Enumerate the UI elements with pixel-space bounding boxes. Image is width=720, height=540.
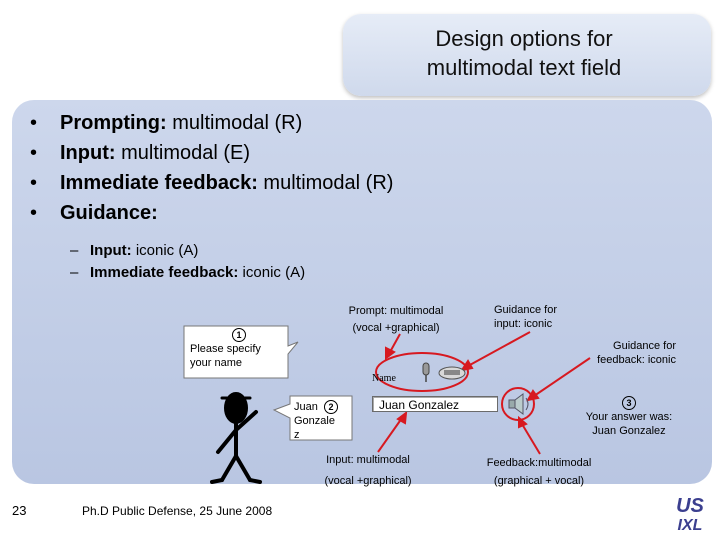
footer-text: Ph.D Public Defense, 25 June 2008: [82, 504, 273, 518]
bullet-text: multimodal (R): [257, 172, 394, 194]
slide-number: 23: [12, 503, 27, 518]
bullet-item: Immediate feedback: multimodal (R): [30, 168, 393, 198]
speaker-icon: [508, 393, 529, 415]
sub-bullet-bold: Input:: [90, 242, 132, 259]
arrow-guidance-input: [467, 331, 531, 367]
microphone-icon: [422, 362, 430, 382]
bullet-bold: Guidance:: [60, 202, 158, 224]
bullet-text: multimodal (E): [115, 142, 251, 164]
title-line-2: multimodal text field: [426, 55, 622, 80]
speech-bubble-1: [183, 325, 299, 379]
svg-text:IXL: IXL: [678, 517, 703, 534]
input-label-line1: Input: multimodal: [326, 454, 410, 466]
bubble3-line1: Your answer was:: [585, 411, 673, 423]
bubble2-text1: Juan: [294, 401, 318, 413]
prompt-highlight-ellipse: [375, 352, 469, 392]
sub-bullet-text: iconic (A): [238, 264, 306, 281]
arrow-feedback: [521, 423, 541, 455]
sub-bullet-list: Input: iconic (A) Immediate feedback: ic…: [70, 240, 305, 284]
feedback-label-line2: (graphical + vocal): [493, 475, 585, 487]
prompt-label-line1: Prompt: multimodal: [348, 305, 444, 317]
step-number-3: 3: [622, 396, 636, 410]
slide-title: Design options for multimodal text field: [343, 24, 705, 82]
bubble3-line2: Juan Gonzalez: [592, 425, 666, 437]
bullet-bold: Immediate feedback:: [60, 172, 258, 194]
bubble2-text3: z: [294, 429, 300, 441]
arrow-input: [377, 417, 403, 453]
name-text-field[interactable]: Juan Gonzalez: [372, 396, 498, 412]
step-number-2: 2: [323, 400, 338, 414]
bullet-list: Prompting: multimodal (R) Input: multimo…: [30, 108, 393, 228]
guidance-feedback-line1: Guidance for: [613, 340, 676, 352]
bullet-item: Guidance:: [30, 198, 393, 228]
prompt-label-line2: (vocal +graphical): [352, 322, 440, 334]
feedback-label-line1: Feedback:multimodal: [486, 457, 592, 469]
svg-text:US: US: [676, 495, 704, 517]
bullet-bold: Prompting:: [60, 112, 167, 134]
sub-bullet-item: Immediate feedback: iconic (A): [70, 262, 305, 284]
stick-figure: [210, 392, 262, 484]
guidance-input-line1: Guidance for: [494, 304, 557, 316]
guidance-feedback-line2: feedback: iconic: [597, 354, 676, 366]
title-line-1: Design options for: [435, 26, 613, 51]
field-label: Name: [372, 373, 396, 384]
sub-bullet-bold: Immediate feedback:: [90, 264, 239, 281]
bubble1-line2: your name: [190, 357, 242, 369]
title-box: [343, 14, 711, 96]
usixml-logo: US IXL: [666, 484, 714, 536]
keyboard-icon: [438, 366, 466, 380]
bullet-item: Prompting: multimodal (R): [30, 108, 393, 138]
bullet-bold: Input:: [60, 142, 116, 164]
sub-bullet-item: Input: iconic (A): [70, 240, 305, 262]
bubble1-line1: Please specify: [190, 343, 261, 355]
bubble2-text2: Gonzale: [294, 415, 335, 427]
bullet-item: Input: multimodal (E): [30, 138, 393, 168]
step-number-1: 1: [232, 328, 246, 342]
bullet-text: multimodal (R): [166, 112, 303, 134]
arrow-guidance-feedback: [533, 357, 591, 397]
guidance-input-line2: input: iconic: [494, 318, 553, 330]
input-label-line2: (vocal +graphical): [324, 475, 412, 487]
arrow-prompt: [389, 333, 401, 353]
sub-bullet-text: iconic (A): [131, 242, 199, 259]
